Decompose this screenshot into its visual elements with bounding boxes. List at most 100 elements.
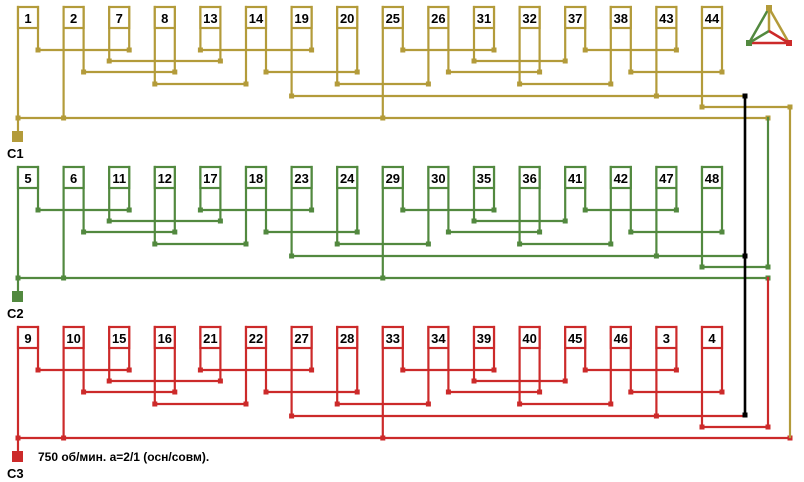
coil-label: 1 xyxy=(24,11,31,26)
coil-box xyxy=(244,5,268,30)
coil-box xyxy=(244,325,268,350)
coil-box xyxy=(244,165,268,190)
coil-label: 23 xyxy=(294,171,308,186)
coil-box xyxy=(518,5,541,30)
coil-label: 47 xyxy=(659,171,673,186)
coil-label: 41 xyxy=(568,171,582,186)
coil-label: 32 xyxy=(522,11,536,26)
coil-label: 6 xyxy=(70,171,77,186)
coil-box xyxy=(427,5,450,30)
coil-label: 43 xyxy=(659,11,673,26)
coil-label: 9 xyxy=(24,331,31,346)
coil-box xyxy=(700,165,724,190)
coil-label: 31 xyxy=(477,11,491,26)
coil-box xyxy=(108,5,131,30)
coil-box xyxy=(381,165,404,190)
coil-label: 25 xyxy=(386,11,400,26)
coil-box xyxy=(336,5,359,30)
coil-label: 27 xyxy=(294,331,308,346)
junction-dot xyxy=(742,253,748,259)
coil-label: 46 xyxy=(614,331,628,346)
coil-box xyxy=(336,165,359,190)
coil-label: 2 xyxy=(70,11,77,26)
coil-label: 12 xyxy=(158,171,172,186)
coil-box xyxy=(62,325,85,350)
coil-box xyxy=(16,325,40,350)
coil-box xyxy=(108,325,131,350)
coil-label: 20 xyxy=(340,11,354,26)
coil-label: 29 xyxy=(386,171,400,186)
coil-box xyxy=(472,165,496,190)
coil-box xyxy=(518,165,541,190)
coil-box xyxy=(153,5,176,30)
coil-box xyxy=(609,325,632,350)
coil-label: 40 xyxy=(522,331,536,346)
coil-box xyxy=(609,5,632,30)
coil-label: 16 xyxy=(158,331,172,346)
coil-box xyxy=(700,5,724,30)
coil-box xyxy=(472,325,496,350)
coil-label: 34 xyxy=(431,331,446,346)
terminal-label: C1 xyxy=(7,146,24,161)
coil-box xyxy=(62,165,85,190)
coil-box xyxy=(16,5,40,30)
coil-box xyxy=(564,325,587,350)
coil-label: 21 xyxy=(203,331,217,346)
coil-label: 19 xyxy=(294,11,308,26)
phase-triangle-icon xyxy=(746,5,792,46)
coil-box xyxy=(199,165,222,190)
coil-label: 42 xyxy=(614,171,628,186)
coil-box xyxy=(655,325,678,350)
coil-label: 37 xyxy=(568,11,582,26)
coil-label: 22 xyxy=(249,331,263,346)
coil-box xyxy=(336,325,359,350)
coil-box xyxy=(655,5,678,30)
coil-label: 33 xyxy=(386,331,400,346)
coil-label: 4 xyxy=(708,331,716,346)
coil-box xyxy=(381,325,404,350)
coil-label: 35 xyxy=(477,171,491,186)
coil-box xyxy=(518,325,541,350)
coil-box xyxy=(199,5,222,30)
coil-label: 17 xyxy=(203,171,217,186)
coil-label: 3 xyxy=(663,331,670,346)
terminal-c1 xyxy=(12,131,23,142)
coil-label: 13 xyxy=(203,11,217,26)
coil-box xyxy=(290,165,313,190)
coil-label: 36 xyxy=(522,171,536,186)
coil-label: 45 xyxy=(568,331,582,346)
coil-box xyxy=(290,325,313,350)
coil-label: 26 xyxy=(431,11,445,26)
coil-box xyxy=(153,325,176,350)
coil-box xyxy=(609,165,632,190)
coil-box xyxy=(427,165,450,190)
coil-label: 15 xyxy=(112,331,126,346)
terminal-label: C3 xyxy=(7,466,24,481)
coil-label: 24 xyxy=(340,171,355,186)
caption: 750 об/мин. a=2/1 (осн/совм). xyxy=(38,450,210,464)
coil-box xyxy=(108,165,131,190)
coil-box xyxy=(381,5,404,30)
coil-box xyxy=(700,325,724,350)
coil-box xyxy=(153,165,176,190)
coil-box xyxy=(199,325,222,350)
coil-label: 14 xyxy=(249,11,264,26)
coil-box xyxy=(290,5,313,30)
coil-label: 8 xyxy=(161,11,168,26)
coil-label: 28 xyxy=(340,331,354,346)
terminal-c2 xyxy=(12,291,23,302)
coil-box xyxy=(16,165,40,190)
coil-box xyxy=(655,165,678,190)
coil-box xyxy=(564,5,587,30)
junction-dot xyxy=(742,93,748,99)
coil-label: 44 xyxy=(705,11,720,26)
terminal-label: C2 xyxy=(7,306,24,321)
coil-label: 10 xyxy=(66,331,80,346)
coil-box xyxy=(62,5,85,30)
coil-box xyxy=(472,5,496,30)
coil-box xyxy=(564,165,587,190)
coil-label: 38 xyxy=(614,11,628,26)
coil-label: 7 xyxy=(116,11,123,26)
terminal-c3 xyxy=(12,451,23,462)
